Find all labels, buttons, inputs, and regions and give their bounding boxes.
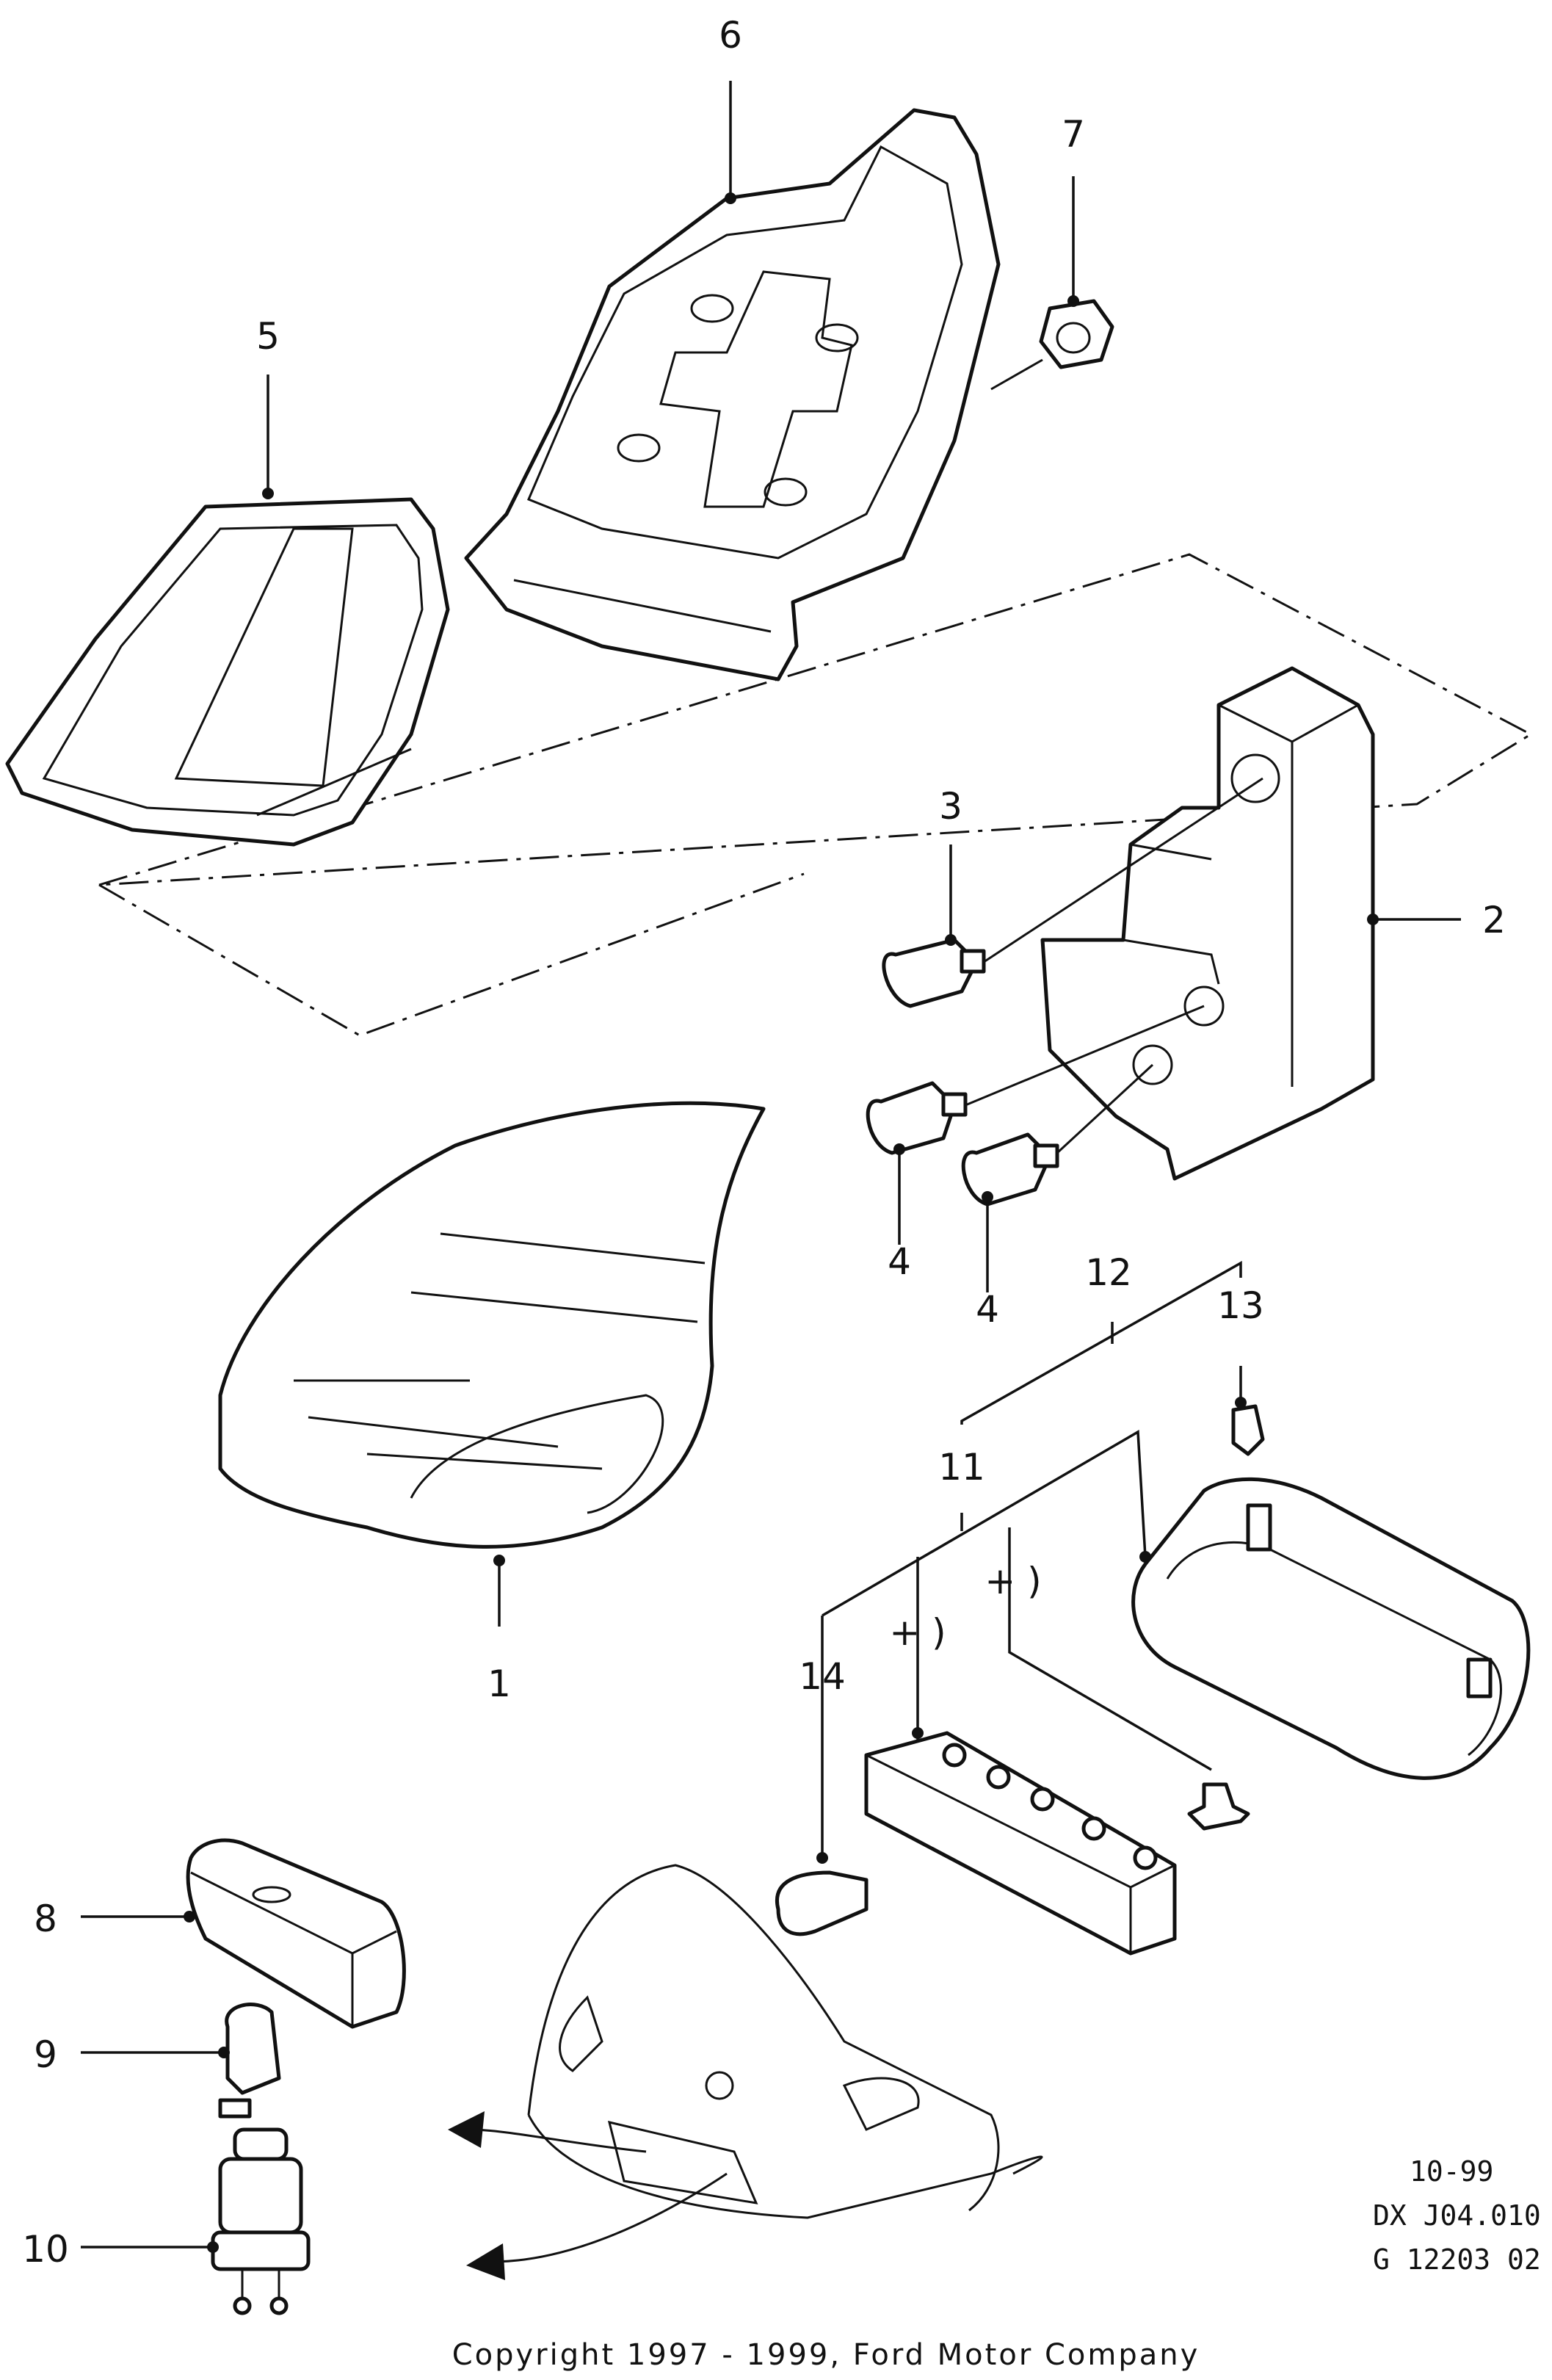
- callout-1: 1: [487, 1663, 511, 1705]
- bulb-socket: [211, 2127, 311, 2315]
- bulb-4b: [961, 1063, 1154, 1207]
- callout-9: 9: [34, 2033, 57, 2076]
- diagram-date: 10-99: [1410, 2155, 1493, 2188]
- nut: [990, 299, 1114, 391]
- callout-5: 5: [256, 315, 280, 358]
- bulb-carrier: [1040, 666, 1375, 1181]
- license-bulb: [218, 2003, 281, 2119]
- assembly-boundary: [98, 553, 1534, 886]
- arrow-lower: [466, 2172, 728, 2280]
- callout-plus-2: + ): [889, 1611, 946, 1654]
- callout-10: 10: [22, 2228, 69, 2271]
- callout-13: 13: [1217, 1284, 1264, 1327]
- leaders: [81, 81, 1461, 2253]
- callout-4b: 4: [976, 1288, 999, 1331]
- callout-12: 12: [1085, 1251, 1132, 1294]
- callout-7: 7: [1062, 113, 1085, 156]
- callout-4a: 4: [888, 1240, 911, 1283]
- led-strip: [864, 1731, 1177, 1956]
- callout-2: 2: [1482, 899, 1506, 941]
- part-12-bracket: [960, 1260, 1242, 1425]
- lamp-lens: [218, 1101, 766, 1549]
- arrow-upper: [448, 2111, 647, 2153]
- gasket: [5, 497, 450, 847]
- callout-3: 3: [939, 785, 962, 828]
- clip-13: [1231, 1404, 1265, 1456]
- callout-6: 6: [719, 14, 742, 57]
- rivet: [1187, 1782, 1250, 1831]
- callout-14: 14: [799, 1655, 846, 1698]
- callout-8: 8: [34, 1898, 57, 1940]
- stop-lamp-housing: [1131, 1477, 1531, 1780]
- part-11-bracket: [821, 1430, 1212, 1862]
- diagram-ref-2: G 12203 02: [1373, 2243, 1541, 2276]
- callout-plus-1: + ): [984, 1560, 1041, 1602]
- bulb-14: [775, 1870, 869, 1936]
- vehicle-rear: [527, 1864, 1043, 2219]
- diagram-ref-1: DX J04.010: [1373, 2199, 1541, 2232]
- copyright-notice: Copyright 1997 - 1999, Ford Motor Compan…: [452, 2338, 1200, 2372]
- bulb-4a: [866, 1005, 1205, 1155]
- callout-11: 11: [938, 1446, 985, 1489]
- bulb-3: [882, 777, 1263, 1008]
- license-lamp: [186, 1838, 406, 2029]
- lamp-housing-plate: [464, 108, 1001, 681]
